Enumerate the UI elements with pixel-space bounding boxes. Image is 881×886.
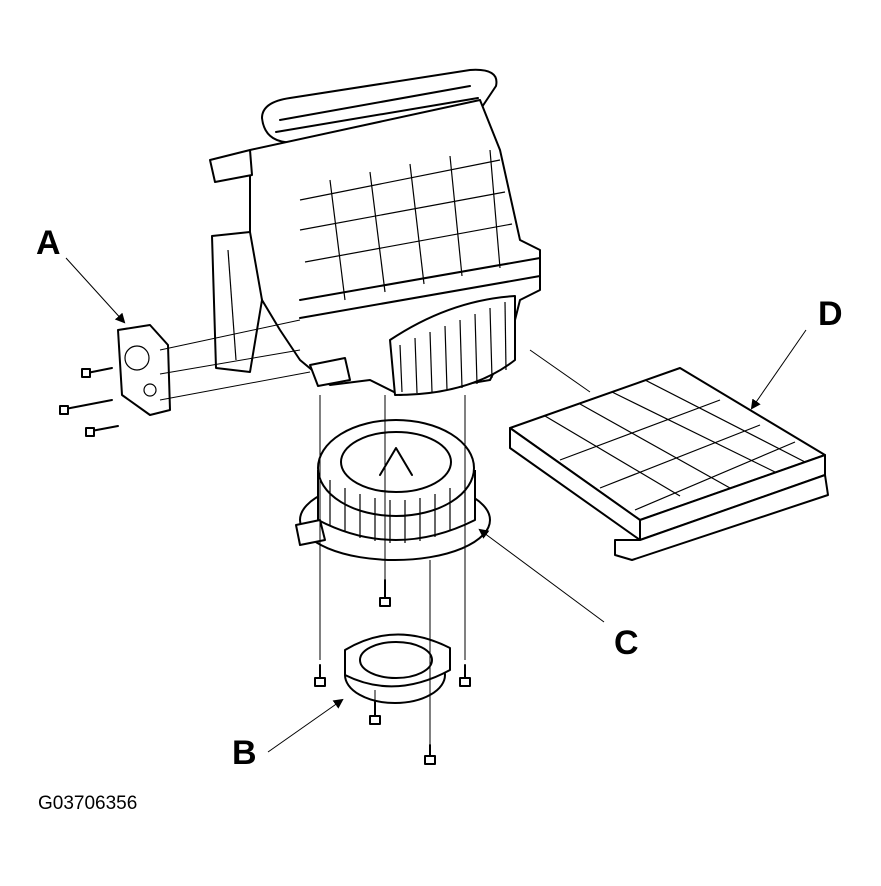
label-a: A [36, 224, 61, 262]
assembly-leader-lines [319, 349, 591, 745]
part-c-blower-motor [295, 419, 491, 561]
blower-housing [209, 68, 541, 396]
part-a-screws [59, 367, 119, 437]
part-b-collar [344, 633, 451, 704]
label-b: B [232, 734, 257, 772]
part-a-leader-lines [159, 319, 311, 401]
part-a-actuator [117, 324, 171, 416]
part-d-filter [509, 367, 829, 561]
label-d: D [818, 295, 843, 333]
figure-id: G03706356 [38, 793, 137, 814]
callout-arrows [65, 257, 807, 753]
mounting-screws [314, 579, 471, 765]
label-c: C [614, 624, 639, 662]
